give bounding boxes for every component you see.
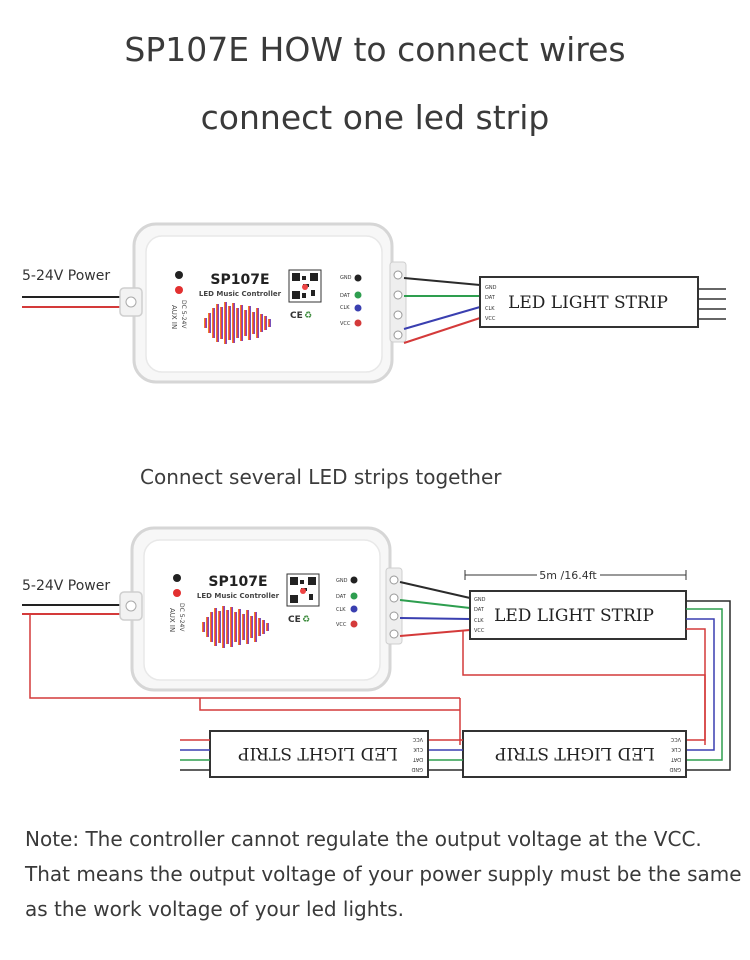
strip-c-pin-vcc: VCC: [670, 736, 681, 742]
strip-b-pin-gnd: GND: [411, 766, 423, 772]
equalizer-graphic: [204, 302, 271, 344]
strip-b-pin-vcc: VCC: [412, 736, 423, 742]
led-strip-c: LED LIGHT STRIP VCC CLK DAT GND: [462, 730, 687, 778]
strip-c-pin-gnd: GND: [669, 766, 681, 772]
wire-vcc: [403, 317, 481, 344]
diagram-one-strip: 5-24V Power DC 5-24V AUX IN SP107E LED M…: [22, 222, 726, 384]
controller-dc-label: DC 5-24V: [180, 300, 187, 329]
controller2-pin-vcc: VCC: [336, 622, 347, 628]
controller2-aux-label: AUX IN: [168, 608, 176, 632]
strip-c-pin-clk: CLK: [671, 746, 681, 752]
controller2-pin-clk: CLK: [336, 607, 346, 613]
strip-c-label: LED LIGHT STRIP: [495, 743, 655, 763]
strip-pin-vcc: VCC: [485, 316, 496, 322]
note-line-1: Note: The controller cannot regulate the…: [25, 827, 702, 851]
diagram-several-strips: 5-24V Power DC 5-24V AUX IN SP107E LED M…: [22, 526, 731, 778]
status-led: [175, 286, 183, 294]
strip-a-label: LED LIGHT STRIP: [494, 606, 654, 626]
controller-box-2: DC 5-24V AUX IN SP107E LED Music Control…: [119, 526, 403, 692]
length-dimension: 5m /16.4ft: [464, 569, 687, 582]
controller-pin-vcc: VCC: [340, 321, 351, 327]
svg-text:♻: ♻: [302, 615, 310, 625]
controller2-subtitle: LED Music Controller: [197, 592, 280, 600]
controller2-name: SP107E: [208, 574, 267, 590]
qr-code-icon-2: [286, 573, 320, 607]
controller-pin-gnd: GND: [340, 275, 352, 281]
strip-label: LED LIGHT STRIP: [508, 293, 668, 313]
controller2-pin-dat: DAT: [336, 594, 347, 600]
note-text: Note: The controller cannot regulate the…: [25, 822, 742, 927]
controller-pin-clk: CLK: [340, 305, 350, 311]
controller-aux-label: AUX IN: [170, 305, 178, 329]
controller2-dc-label: DC 5-24V: [178, 603, 185, 632]
note-line-3: as the work voltage of your led lights.: [25, 897, 405, 921]
power-led: [175, 271, 183, 279]
strip-pin-dat: DAT: [485, 295, 496, 301]
wire-clk: [403, 306, 481, 330]
strip-pin-clk: CLK: [485, 306, 495, 312]
led-strip-1: GND DAT CLK VCC LED LIGHT STRIP: [479, 276, 726, 328]
strip-a-pin-clk: CLK: [474, 618, 484, 624]
note-line-2: That means the output voltage of your po…: [25, 862, 742, 886]
strip-b-label: LED LIGHT STRIP: [238, 743, 398, 763]
ce-mark: CE: [290, 311, 303, 321]
section-two-title: Connect several LED strips together: [140, 465, 502, 489]
strip-b-pin-dat: DAT: [412, 756, 423, 762]
controller-box: DC 5-24V AUX IN SP107E LED Music Control…: [119, 222, 407, 384]
equalizer-graphic-2: [202, 606, 269, 648]
strip-pin-gnd: GND: [485, 285, 497, 291]
qr-code-icon: [288, 269, 322, 303]
wire-gnd: [403, 277, 481, 286]
power-label: 5-24V Power: [22, 268, 110, 284]
led-strip-b: LED LIGHT STRIP VCC CLK DAT GND: [209, 730, 429, 778]
led-strip-a: GND DAT CLK VCC LED LIGHT STRIP: [469, 590, 687, 640]
strip-a-pin-gnd: GND: [474, 597, 486, 603]
controller2-pin-gnd: GND: [336, 578, 348, 584]
strip-c-pin-dat: DAT: [670, 756, 681, 762]
svg-text:CE: CE: [288, 615, 301, 625]
controller-subtitle: LED Music Controller: [199, 290, 282, 298]
strip-a-pin-dat: DAT: [474, 607, 485, 613]
controller-name: SP107E: [210, 272, 269, 288]
power2-vcc-bus: [29, 614, 460, 699]
controller-pin-dat: DAT: [340, 293, 351, 299]
recycle-icon: ♻: [304, 311, 312, 321]
strip-b-pin-clk: CLK: [413, 746, 423, 752]
strip-a-pin-vcc: VCC: [474, 628, 485, 634]
power-label-2: 5-24V Power: [22, 578, 110, 594]
title-line-1: SP107E HOW to connect wires: [124, 30, 626, 69]
length-label: 5m /16.4ft: [539, 569, 597, 582]
title-line-2: connect one led strip: [200, 98, 550, 137]
